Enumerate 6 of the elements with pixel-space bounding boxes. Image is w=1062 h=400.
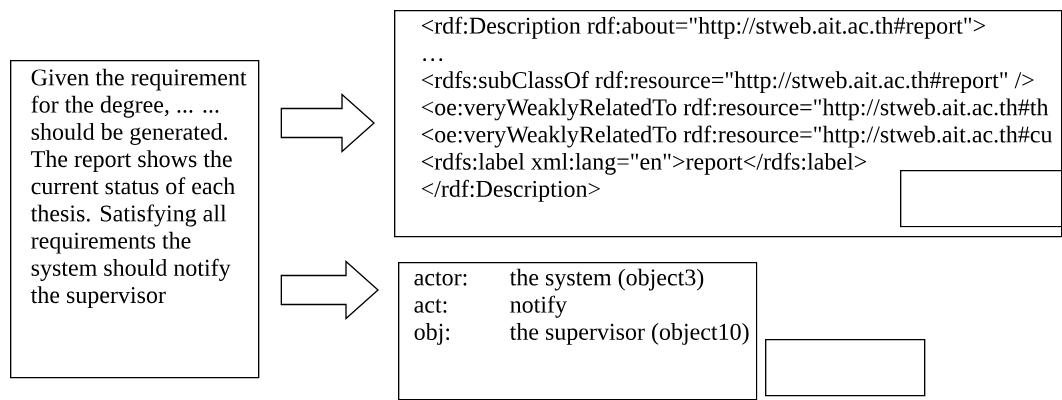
block-arrow [280, 260, 379, 320]
text-box: actor: the system (object3) act: notify obj: the supervisor (object10) [398, 262, 758, 400]
block-arrow [280, 93, 375, 153]
text-box: Given the requirement for the degree, ... ... should be generated. The report shows the current status of each thesis. Satisfying all requirements the system should notify the supervisor [10, 60, 260, 379]
empty-box [900, 170, 1062, 228]
empty-box [765, 339, 926, 397]
